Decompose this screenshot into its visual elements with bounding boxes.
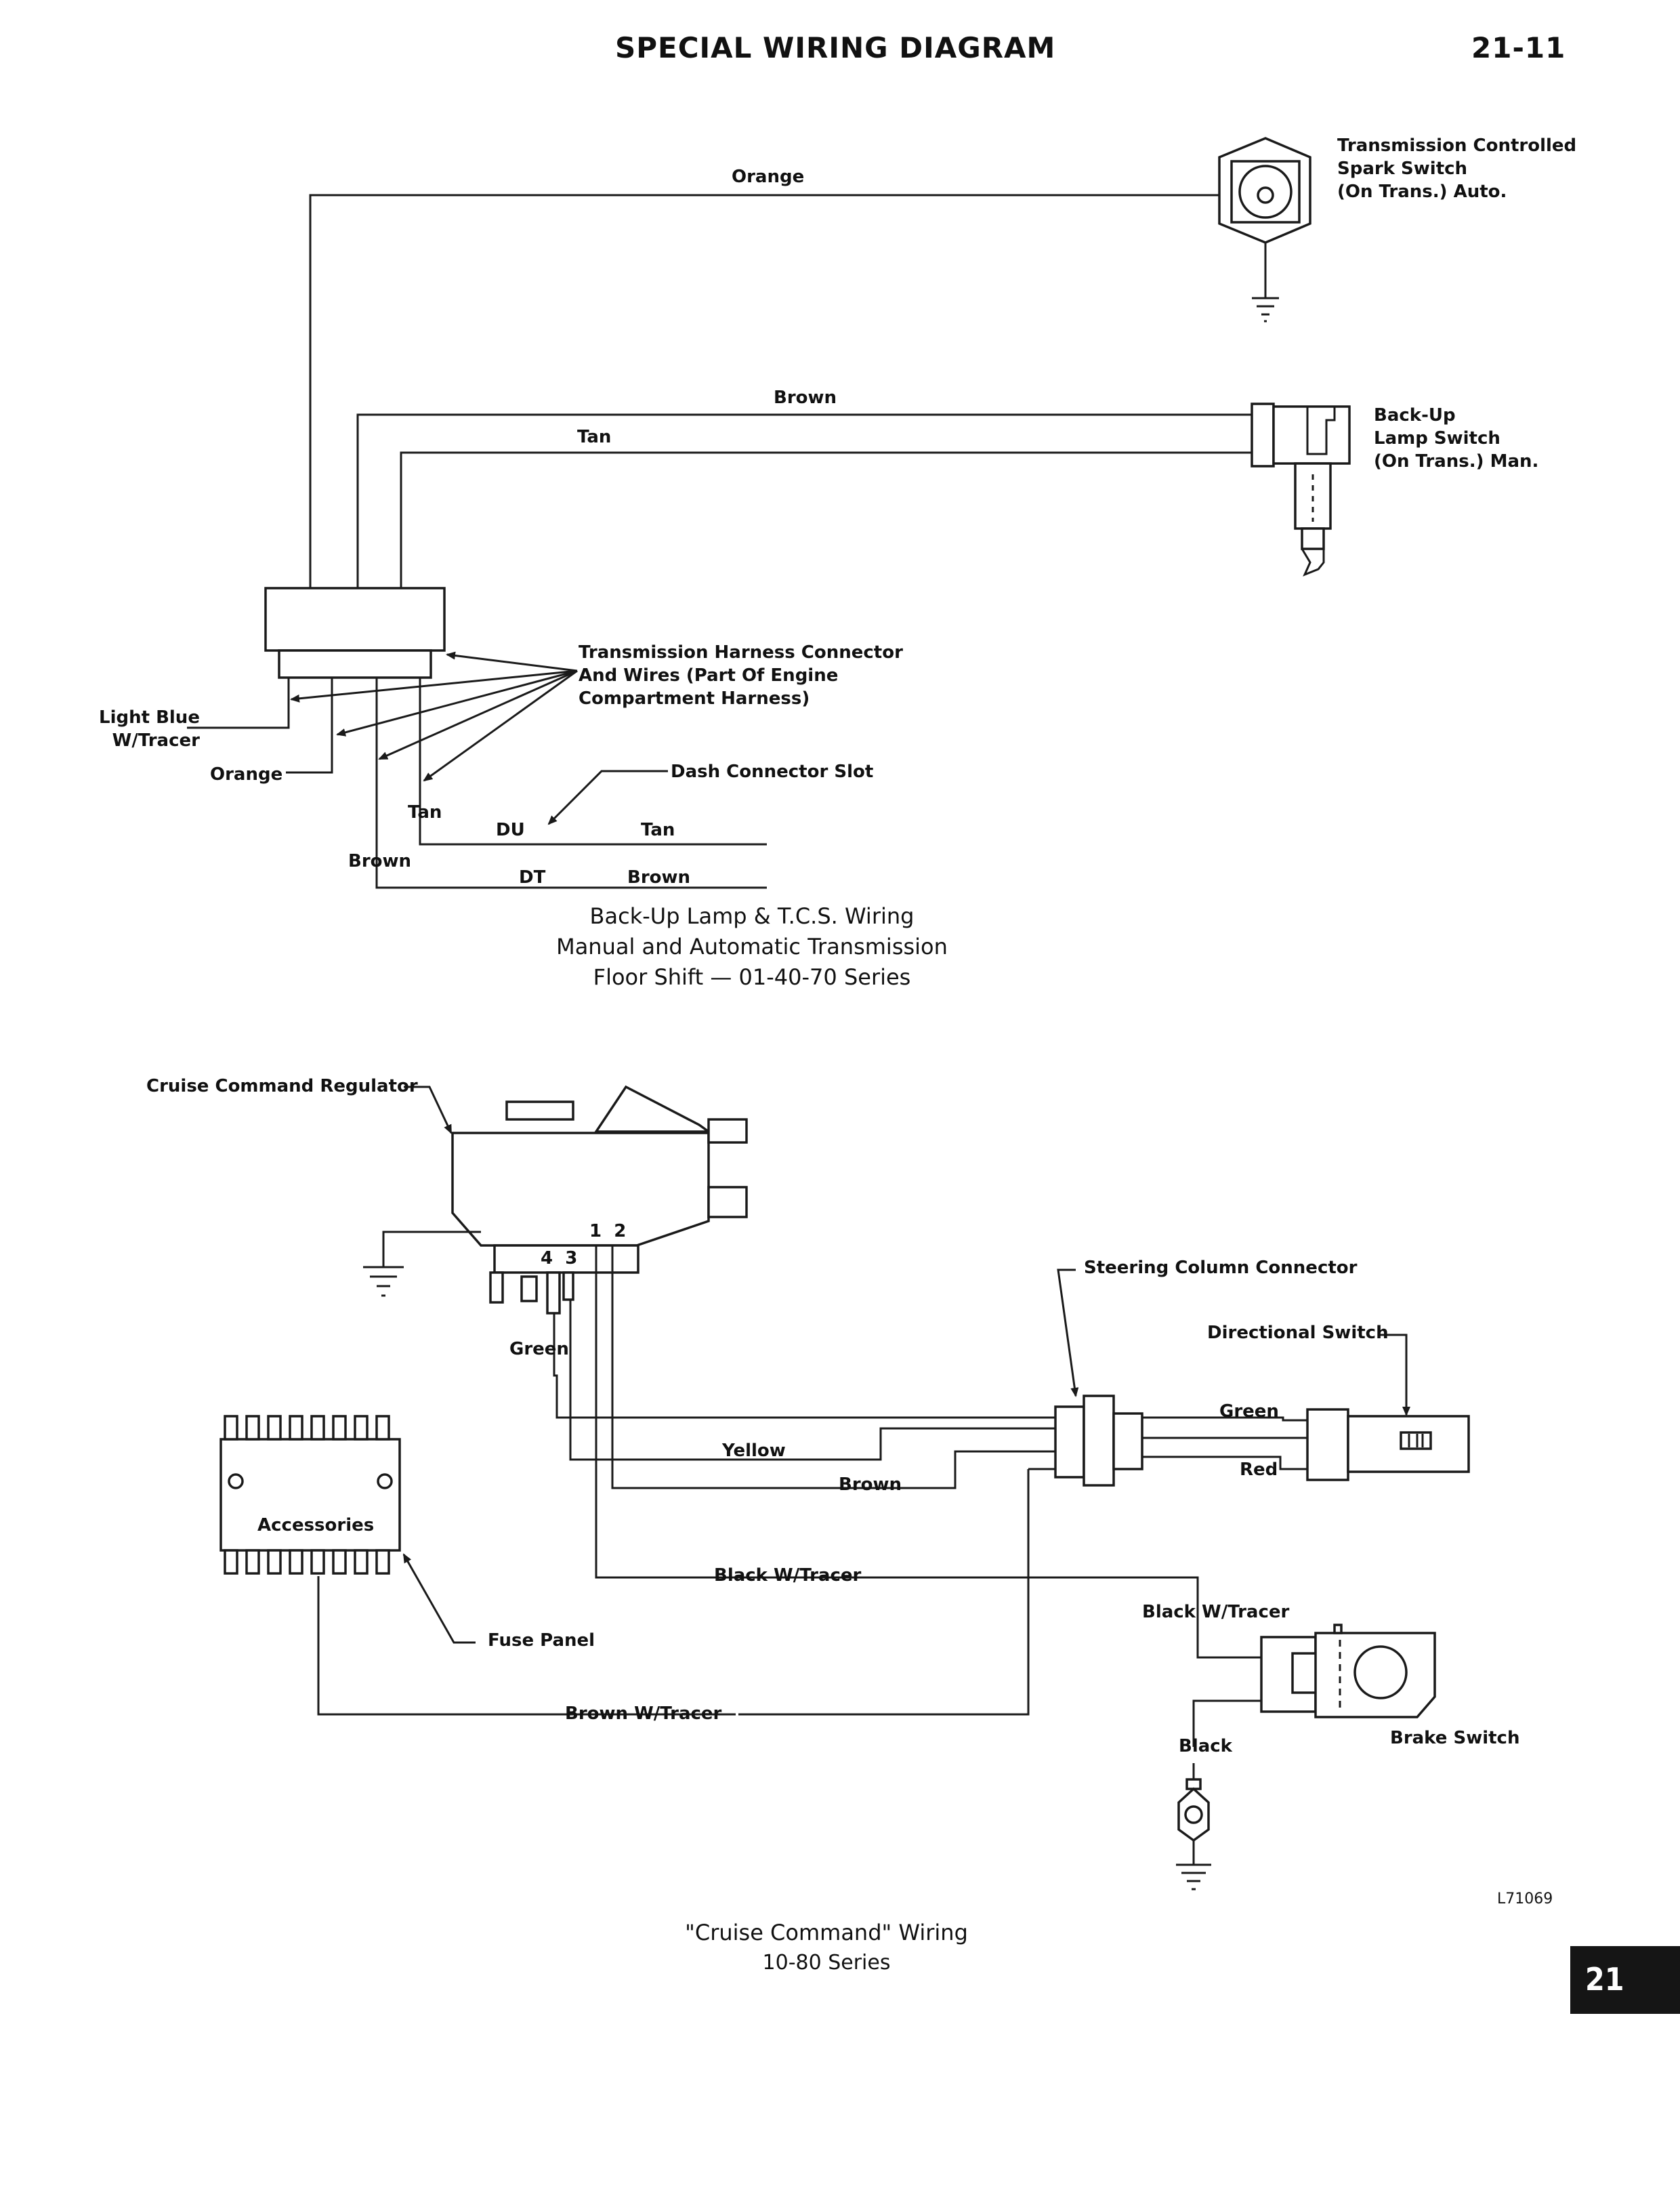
page-title: SPECIAL WIRING DIAGRAM	[615, 31, 1056, 64]
diagram-cruise-command	[219, 1085, 1470, 1891]
label-steering-connector: Steering Column Connector	[1084, 1258, 1358, 1278]
wire-light-blue	[187, 678, 290, 729]
wire-brown-reg	[611, 1294, 1055, 1489]
label-brake-switch: Brake Switch	[1390, 1728, 1520, 1748]
page-number: 21-11	[1471, 31, 1566, 64]
section-tab-label: 21	[1585, 1961, 1624, 1998]
wire-tan	[400, 451, 1252, 588]
fuse-panel-leader	[402, 1553, 476, 1644]
steering-column-connector-icon	[1054, 1395, 1143, 1487]
label-green: Green	[1219, 1401, 1279, 1422]
caption-diagram1-line2: Manual and Automatic Transmission	[556, 934, 948, 959]
diagram-backup-lamp-tcs	[187, 137, 1351, 889]
directional-switch-icon	[1306, 1408, 1470, 1481]
backup-lamp-switch-icon	[1251, 402, 1351, 577]
label-brown-lower: Brown	[348, 851, 412, 871]
label-green-reg: Green	[509, 1339, 569, 1359]
section-tab: 21	[1570, 1946, 1680, 2014]
label-dt: DT	[519, 867, 546, 888]
wire-brown	[356, 413, 1252, 588]
cruise-command-regulator-icon	[363, 1085, 748, 1315]
label-black-tracer-1: Black W/Tracer	[714, 1565, 862, 1586]
label-figure-code: L71069	[1497, 1891, 1553, 1907]
wire-green-out	[1142, 1416, 1307, 1422]
brake-switch-icon	[1192, 1617, 1436, 1747]
wire-yellow	[569, 1300, 1055, 1461]
label-orange: Orange	[732, 167, 805, 187]
label-directional-switch: Directional Switch	[1207, 1323, 1389, 1343]
regulator-leader	[404, 1086, 453, 1134]
label-brown: Brown	[774, 388, 837, 408]
label-tan-du: Tan	[641, 820, 675, 840]
label-du: DU	[496, 820, 525, 840]
fuse-panel-icon	[219, 1415, 401, 1575]
label-black-tracer-2: Black W/Tracer	[1142, 1602, 1290, 1622]
label-brown-reg: Brown	[839, 1474, 902, 1495]
wire-brown-lower	[375, 678, 767, 889]
label-backup-switch: Back-Up Lamp Switch (On Trans.) Man.	[1374, 405, 1539, 472]
label-terminals-12: 1 2	[589, 1221, 627, 1241]
wire-red-out	[1142, 1456, 1307, 1470]
wire-orange-lower	[286, 678, 333, 774]
steering-connector-leader	[1057, 1268, 1079, 1397]
caption-diagram2-line2: 10-80 Series	[762, 1951, 891, 1975]
directional-switch-leader	[1378, 1334, 1410, 1416]
dash-slot-leader	[547, 770, 668, 825]
tcs-switch-icon	[1218, 137, 1311, 323]
label-dash-connector-slot: Dash Connector Slot	[671, 762, 874, 782]
black-ground-icon	[1176, 1763, 1211, 1891]
label-orange-lower: Orange	[210, 764, 283, 785]
label-tcs-switch: Transmission Controlled Spark Switch (On…	[1337, 136, 1577, 202]
label-red: Red	[1240, 1460, 1278, 1480]
wire-orange	[309, 194, 1252, 588]
label-light-blue: Light Blue W/Tracer	[99, 707, 200, 751]
transmission-harness-connector-icon	[264, 587, 446, 679]
caption-diagram1-line3: Floor Shift — 01-40-70 Series	[593, 964, 911, 990]
label-tan-lower: Tan	[408, 802, 442, 823]
wire-tan-lower	[419, 678, 767, 846]
label-yellow: Yellow	[722, 1441, 786, 1461]
caption-diagram1-line1: Back-Up Lamp & T.C.S. Wiring	[589, 903, 915, 929]
label-black: Black	[1179, 1736, 1232, 1756]
label-cruise-regulator: Cruise Command Regulator	[146, 1076, 418, 1096]
label-brown-tracer: Brown W/Tracer	[565, 1704, 722, 1724]
label-harness-connector: Transmission Harness Connector And Wires…	[579, 642, 903, 709]
label-fuse-panel: Fuse Panel	[488, 1630, 595, 1651]
wire-black-tracer	[595, 1294, 1199, 1617]
label-accessories: Accessories	[257, 1515, 375, 1535]
label-tan: Tan	[577, 427, 612, 447]
label-terminals-43: 4 3	[541, 1248, 578, 1268]
label-brown-dt: Brown	[627, 867, 691, 888]
caption-diagram2-line1: "Cruise Command" Wiring	[685, 1920, 968, 1945]
wire-brown-tracer	[738, 1469, 1030, 1716]
harness-leader-arrows	[290, 651, 578, 782]
wire-green	[553, 1313, 1055, 1419]
